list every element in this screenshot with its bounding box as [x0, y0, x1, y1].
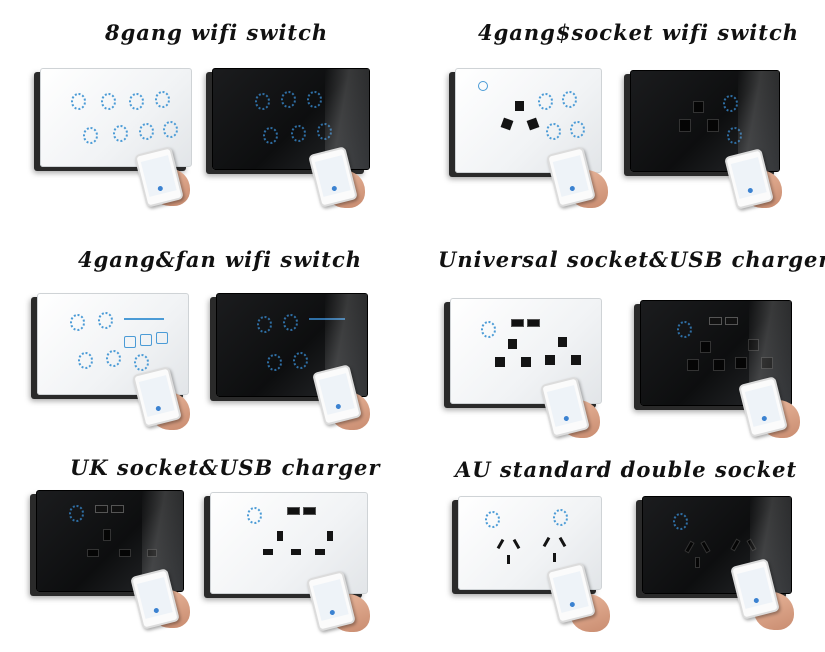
touch-button-icon — [281, 91, 296, 108]
au-socket-pin-icon — [746, 538, 757, 552]
fan-icon — [140, 334, 152, 346]
touch-button-icon — [69, 505, 84, 522]
touch-button-icon — [546, 123, 561, 140]
usb-port-icon — [111, 505, 124, 513]
touch-button-icon — [485, 511, 500, 528]
usb-port-icon — [725, 317, 738, 325]
au-socket-pin-icon — [558, 536, 567, 548]
touch-button-icon — [291, 125, 306, 142]
fan-minus-icon — [124, 336, 136, 348]
touch-button-icon — [71, 93, 86, 110]
au-socket-pin-icon — [512, 538, 521, 550]
touch-button-icon — [70, 314, 85, 331]
touch-button-icon — [129, 93, 144, 110]
uk-socket-pin-icon — [291, 549, 301, 555]
touch-button-icon — [481, 321, 496, 338]
uk-socket-pin-icon — [87, 549, 99, 557]
touch-button-icon — [113, 125, 128, 142]
touch-button-icon — [307, 91, 322, 108]
universal-socket-icon — [677, 101, 719, 143]
switch-panel-white-4gang-fan — [37, 293, 189, 395]
usb-port-icon — [527, 319, 540, 327]
touch-button-icon — [562, 91, 577, 108]
touch-button-icon — [317, 123, 332, 140]
touch-button-icon — [293, 352, 308, 369]
title-4gang-socket-wifi-switch: 4gang$socket wifi switch — [478, 20, 800, 45]
universal-socket-icon — [500, 101, 540, 141]
uk-socket-earth-icon — [277, 531, 283, 541]
uk-socket-pin-icon — [119, 549, 131, 557]
touch-button-icon — [257, 316, 272, 333]
touch-button-icon — [106, 350, 121, 367]
uk-socket-pin-icon — [147, 549, 157, 557]
switch-panel-white-8gang — [40, 68, 192, 167]
title-uk-socket-usb-charger: UK socket&USB charger — [70, 455, 381, 480]
touch-button-icon — [723, 95, 738, 112]
title-4gang-fan-wifi-switch: 4gang&fan wifi switch — [78, 247, 363, 272]
usb-port-icon — [95, 505, 108, 513]
socket-panel-white-uk-usb — [210, 492, 368, 594]
uk-socket-pin-icon — [315, 549, 325, 555]
touch-button-icon — [155, 91, 170, 108]
title-8gang-wifi-switch: 8gang wifi switch — [105, 20, 329, 45]
touch-button-icon — [101, 93, 116, 110]
touch-button-icon — [247, 507, 262, 524]
title-au-standard-double-socket: AU standard double socket — [455, 457, 798, 482]
uk-socket-earth-icon — [103, 529, 111, 541]
au-socket-earth-icon — [695, 557, 700, 568]
usb-port-icon — [287, 507, 300, 515]
uk-socket-earth-icon — [327, 531, 333, 541]
touch-button-icon — [163, 121, 178, 138]
usb-port-icon — [303, 507, 316, 515]
fan-speed-bar — [124, 318, 164, 320]
universal-socket-icon — [545, 337, 581, 373]
title-universal-socket-usb-charger: Universal socket&USB charger — [438, 247, 825, 272]
touch-button-icon — [78, 352, 93, 369]
universal-socket-icon — [687, 341, 725, 377]
touch-button-icon — [267, 354, 282, 371]
touch-button-icon — [134, 354, 149, 371]
touch-button-icon — [570, 121, 585, 138]
au-socket-pin-icon — [700, 540, 711, 554]
touch-button-icon — [83, 127, 98, 144]
au-socket-earth-icon — [553, 553, 556, 562]
power-icon — [478, 81, 488, 91]
au-socket-pin-icon — [496, 538, 505, 550]
au-socket-pin-icon — [730, 538, 741, 552]
au-socket-pin-icon — [684, 540, 695, 554]
touch-button-icon — [139, 123, 154, 140]
touch-button-icon — [538, 93, 553, 110]
universal-socket-icon — [495, 339, 531, 375]
uk-socket-pin-icon — [263, 549, 273, 555]
usb-port-icon — [709, 317, 722, 325]
touch-button-icon — [263, 127, 278, 144]
touch-button-icon — [727, 127, 742, 144]
au-socket-pin-icon — [542, 536, 551, 548]
fan-speed-bar — [309, 318, 345, 320]
touch-button-icon — [283, 314, 298, 331]
touch-button-icon — [553, 509, 568, 526]
touch-button-icon — [98, 312, 113, 329]
universal-socket-icon — [735, 339, 773, 375]
fan-plus-icon — [156, 332, 168, 344]
touch-button-icon — [673, 513, 688, 530]
touch-button-icon — [677, 321, 692, 338]
usb-port-icon — [511, 319, 524, 327]
au-socket-earth-icon — [507, 555, 510, 564]
touch-button-icon — [255, 93, 270, 110]
